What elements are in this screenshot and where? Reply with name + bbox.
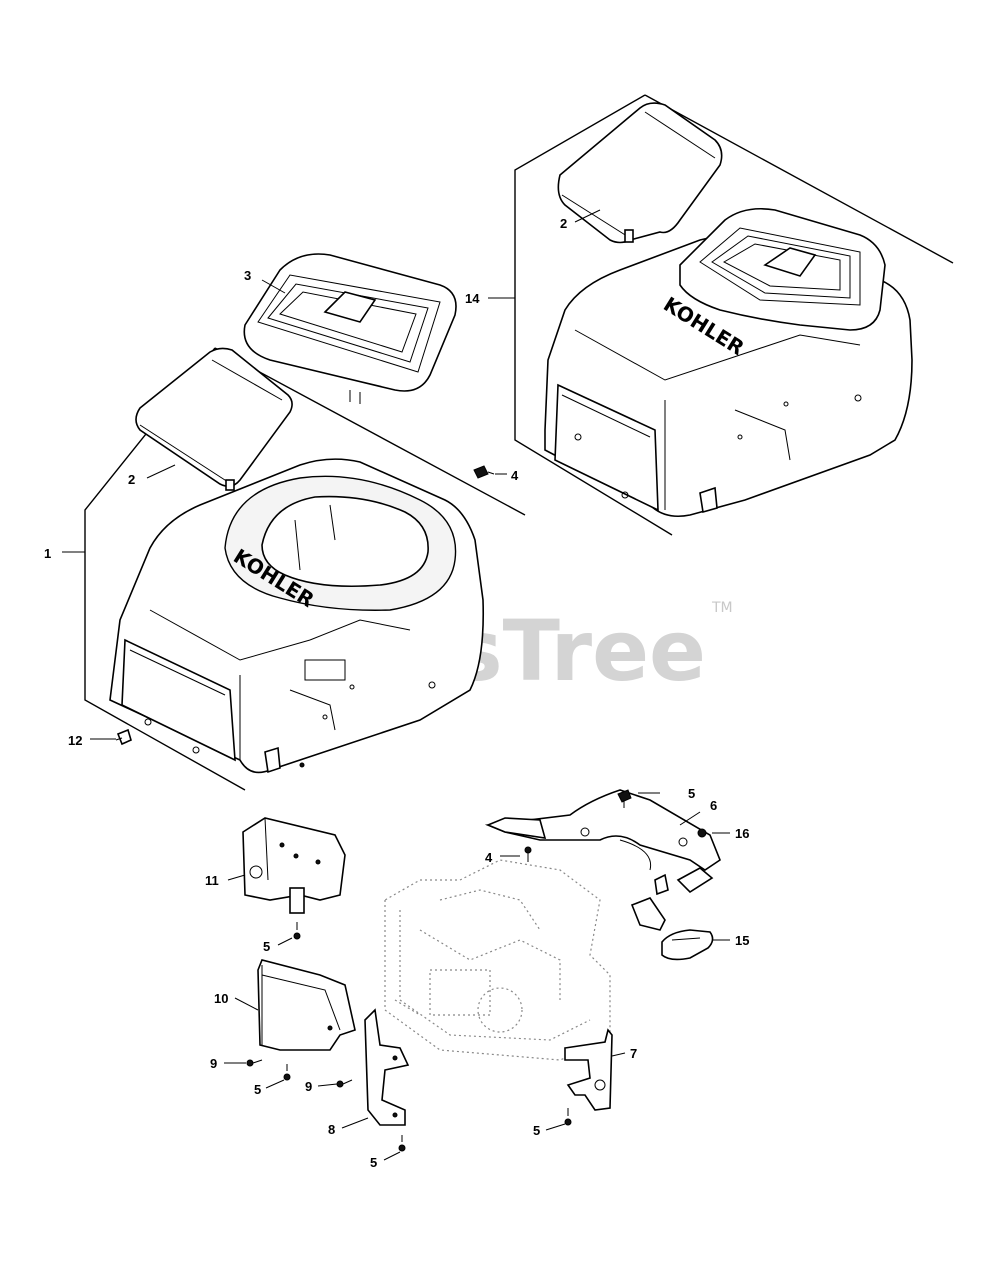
callout-16: 16 bbox=[735, 826, 749, 841]
part-1-blower-housing[interactable]: KOHLER bbox=[109, 458, 485, 774]
part-6-baffle[interactable] bbox=[484, 789, 721, 931]
part-8-bracket[interactable] bbox=[364, 1008, 410, 1126]
part-5-screw-11[interactable] bbox=[293, 922, 301, 940]
callout-4-top: 4 bbox=[511, 468, 519, 483]
part-2-cover-small[interactable] bbox=[135, 347, 293, 491]
callout-1: 1 bbox=[44, 546, 51, 561]
part-12-screw[interactable] bbox=[115, 728, 132, 746]
part-5-screw-7[interactable] bbox=[564, 1108, 572, 1126]
part-5-screw-top[interactable] bbox=[617, 789, 632, 808]
callout-11: 11 bbox=[205, 873, 219, 888]
leader-lines bbox=[62, 209, 730, 1161]
part-4-screw-lower[interactable] bbox=[524, 846, 532, 862]
callout-7: 7 bbox=[630, 1046, 637, 1061]
part-11-bracket[interactable] bbox=[242, 817, 346, 914]
callout-5-left: 5 bbox=[254, 1082, 261, 1097]
part-5-screw-9[interactable] bbox=[283, 1064, 291, 1081]
callout-8: 8 bbox=[328, 1122, 335, 1137]
callout-15: 15 bbox=[735, 933, 749, 948]
callout-5-bottom: 5 bbox=[370, 1155, 377, 1170]
engine-block-outline bbox=[384, 859, 611, 1061]
callout-4-lower: 4 bbox=[485, 850, 493, 865]
assembly-14-frame bbox=[514, 94, 954, 536]
callouts: 3 2 1 4 12 2 14 5 6 16 4 15 11 5 10 9 5 … bbox=[44, 216, 749, 1170]
part-15-connector[interactable] bbox=[661, 929, 714, 961]
watermark-tm: TM bbox=[711, 600, 733, 616]
part-3-grille-screen[interactable] bbox=[243, 253, 457, 404]
callout-10: 10 bbox=[214, 991, 228, 1006]
callout-6: 6 bbox=[710, 798, 717, 813]
part-9-screw-right[interactable] bbox=[336, 1079, 353, 1088]
callout-5-top: 5 bbox=[688, 786, 695, 801]
callout-2-small: 2 bbox=[128, 472, 135, 487]
part-2-cover-large[interactable] bbox=[557, 102, 723, 244]
callout-3: 3 bbox=[244, 268, 251, 283]
callout-9-right: 9 bbox=[305, 1079, 312, 1094]
callout-5-right: 5 bbox=[533, 1123, 540, 1138]
part-5-screw-bottom[interactable] bbox=[398, 1135, 406, 1152]
callout-14: 14 bbox=[465, 291, 480, 306]
callout-12: 12 bbox=[68, 733, 82, 748]
part-9-screw-left[interactable] bbox=[246, 1059, 263, 1067]
part-14-blower-housing-assembly[interactable]: KOHLER bbox=[544, 207, 913, 518]
part-4-screw-top[interactable] bbox=[473, 465, 495, 479]
callout-2-large: 2 bbox=[560, 216, 567, 231]
part-10-shroud[interactable] bbox=[257, 959, 356, 1051]
callout-5-mid: 5 bbox=[263, 939, 270, 954]
callout-9-left: 9 bbox=[210, 1056, 217, 1071]
part-16-screw[interactable] bbox=[697, 828, 707, 838]
part-7-bracket[interactable] bbox=[564, 1028, 613, 1111]
